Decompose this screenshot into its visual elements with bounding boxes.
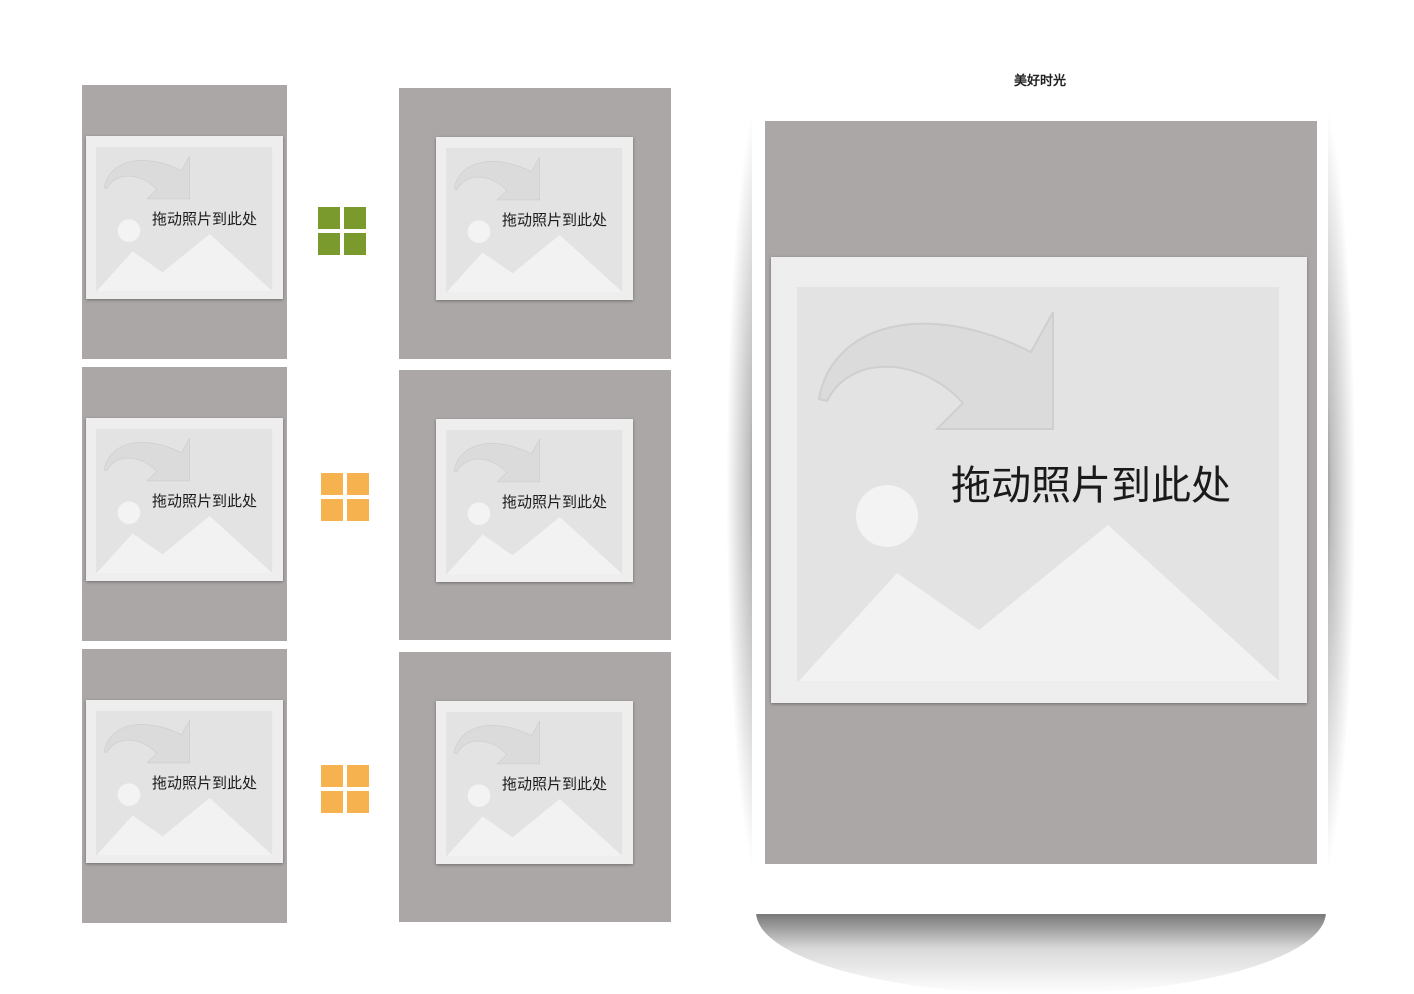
- photo-drop-zone[interactable]: 拖动照片到此处: [86, 700, 283, 863]
- preview-photo-slot[interactable]: 拖动照片到此处: [765, 121, 1317, 864]
- drop-label: 拖动照片到此处: [502, 775, 608, 793]
- page-title: 美好时光: [1013, 74, 1066, 89]
- drop-label-large: 拖动照片到此处: [951, 463, 1231, 509]
- thumb-slot-left-1[interactable]: 拖动照片到此处: [82, 85, 287, 359]
- photo-drop-zone-large[interactable]: 拖动照片到此处: [771, 257, 1307, 703]
- photo-drop-zone[interactable]: 拖动照片到此处: [86, 136, 283, 299]
- page-shadow-bottom: [756, 912, 1326, 994]
- layout-grid-icon-1[interactable]: [318, 207, 366, 255]
- photo-drop-zone[interactable]: 拖动照片到此处: [436, 137, 633, 300]
- thumb-slot-right-3[interactable]: 拖动照片到此处: [399, 652, 671, 922]
- preview-page: 美好时光 拖动照片到此处: [752, 58, 1328, 914]
- thumb-slot-left-2[interactable]: 拖动照片到此处: [82, 367, 287, 641]
- drop-label: 拖动照片到此处: [502, 211, 608, 229]
- drop-label: 拖动照片到此处: [152, 492, 258, 510]
- layout-grid-icon-2[interactable]: [321, 473, 369, 521]
- photo-drop-zone[interactable]: 拖动照片到此处: [436, 419, 633, 582]
- layout-grid-icon-3[interactable]: [321, 765, 369, 813]
- thumb-slot-right-2[interactable]: 拖动照片到此处: [399, 370, 671, 640]
- thumb-slot-left-3[interactable]: 拖动照片到此处: [82, 649, 287, 923]
- drop-label: 拖动照片到此处: [152, 774, 258, 792]
- drop-label: 拖动照片到此处: [152, 210, 258, 228]
- thumb-slot-right-1[interactable]: 拖动照片到此处: [399, 88, 671, 359]
- drop-label: 拖动照片到此处: [502, 493, 608, 511]
- photo-drop-zone[interactable]: 拖动照片到此处: [86, 418, 283, 581]
- photo-drop-zone[interactable]: 拖动照片到此处: [436, 701, 633, 864]
